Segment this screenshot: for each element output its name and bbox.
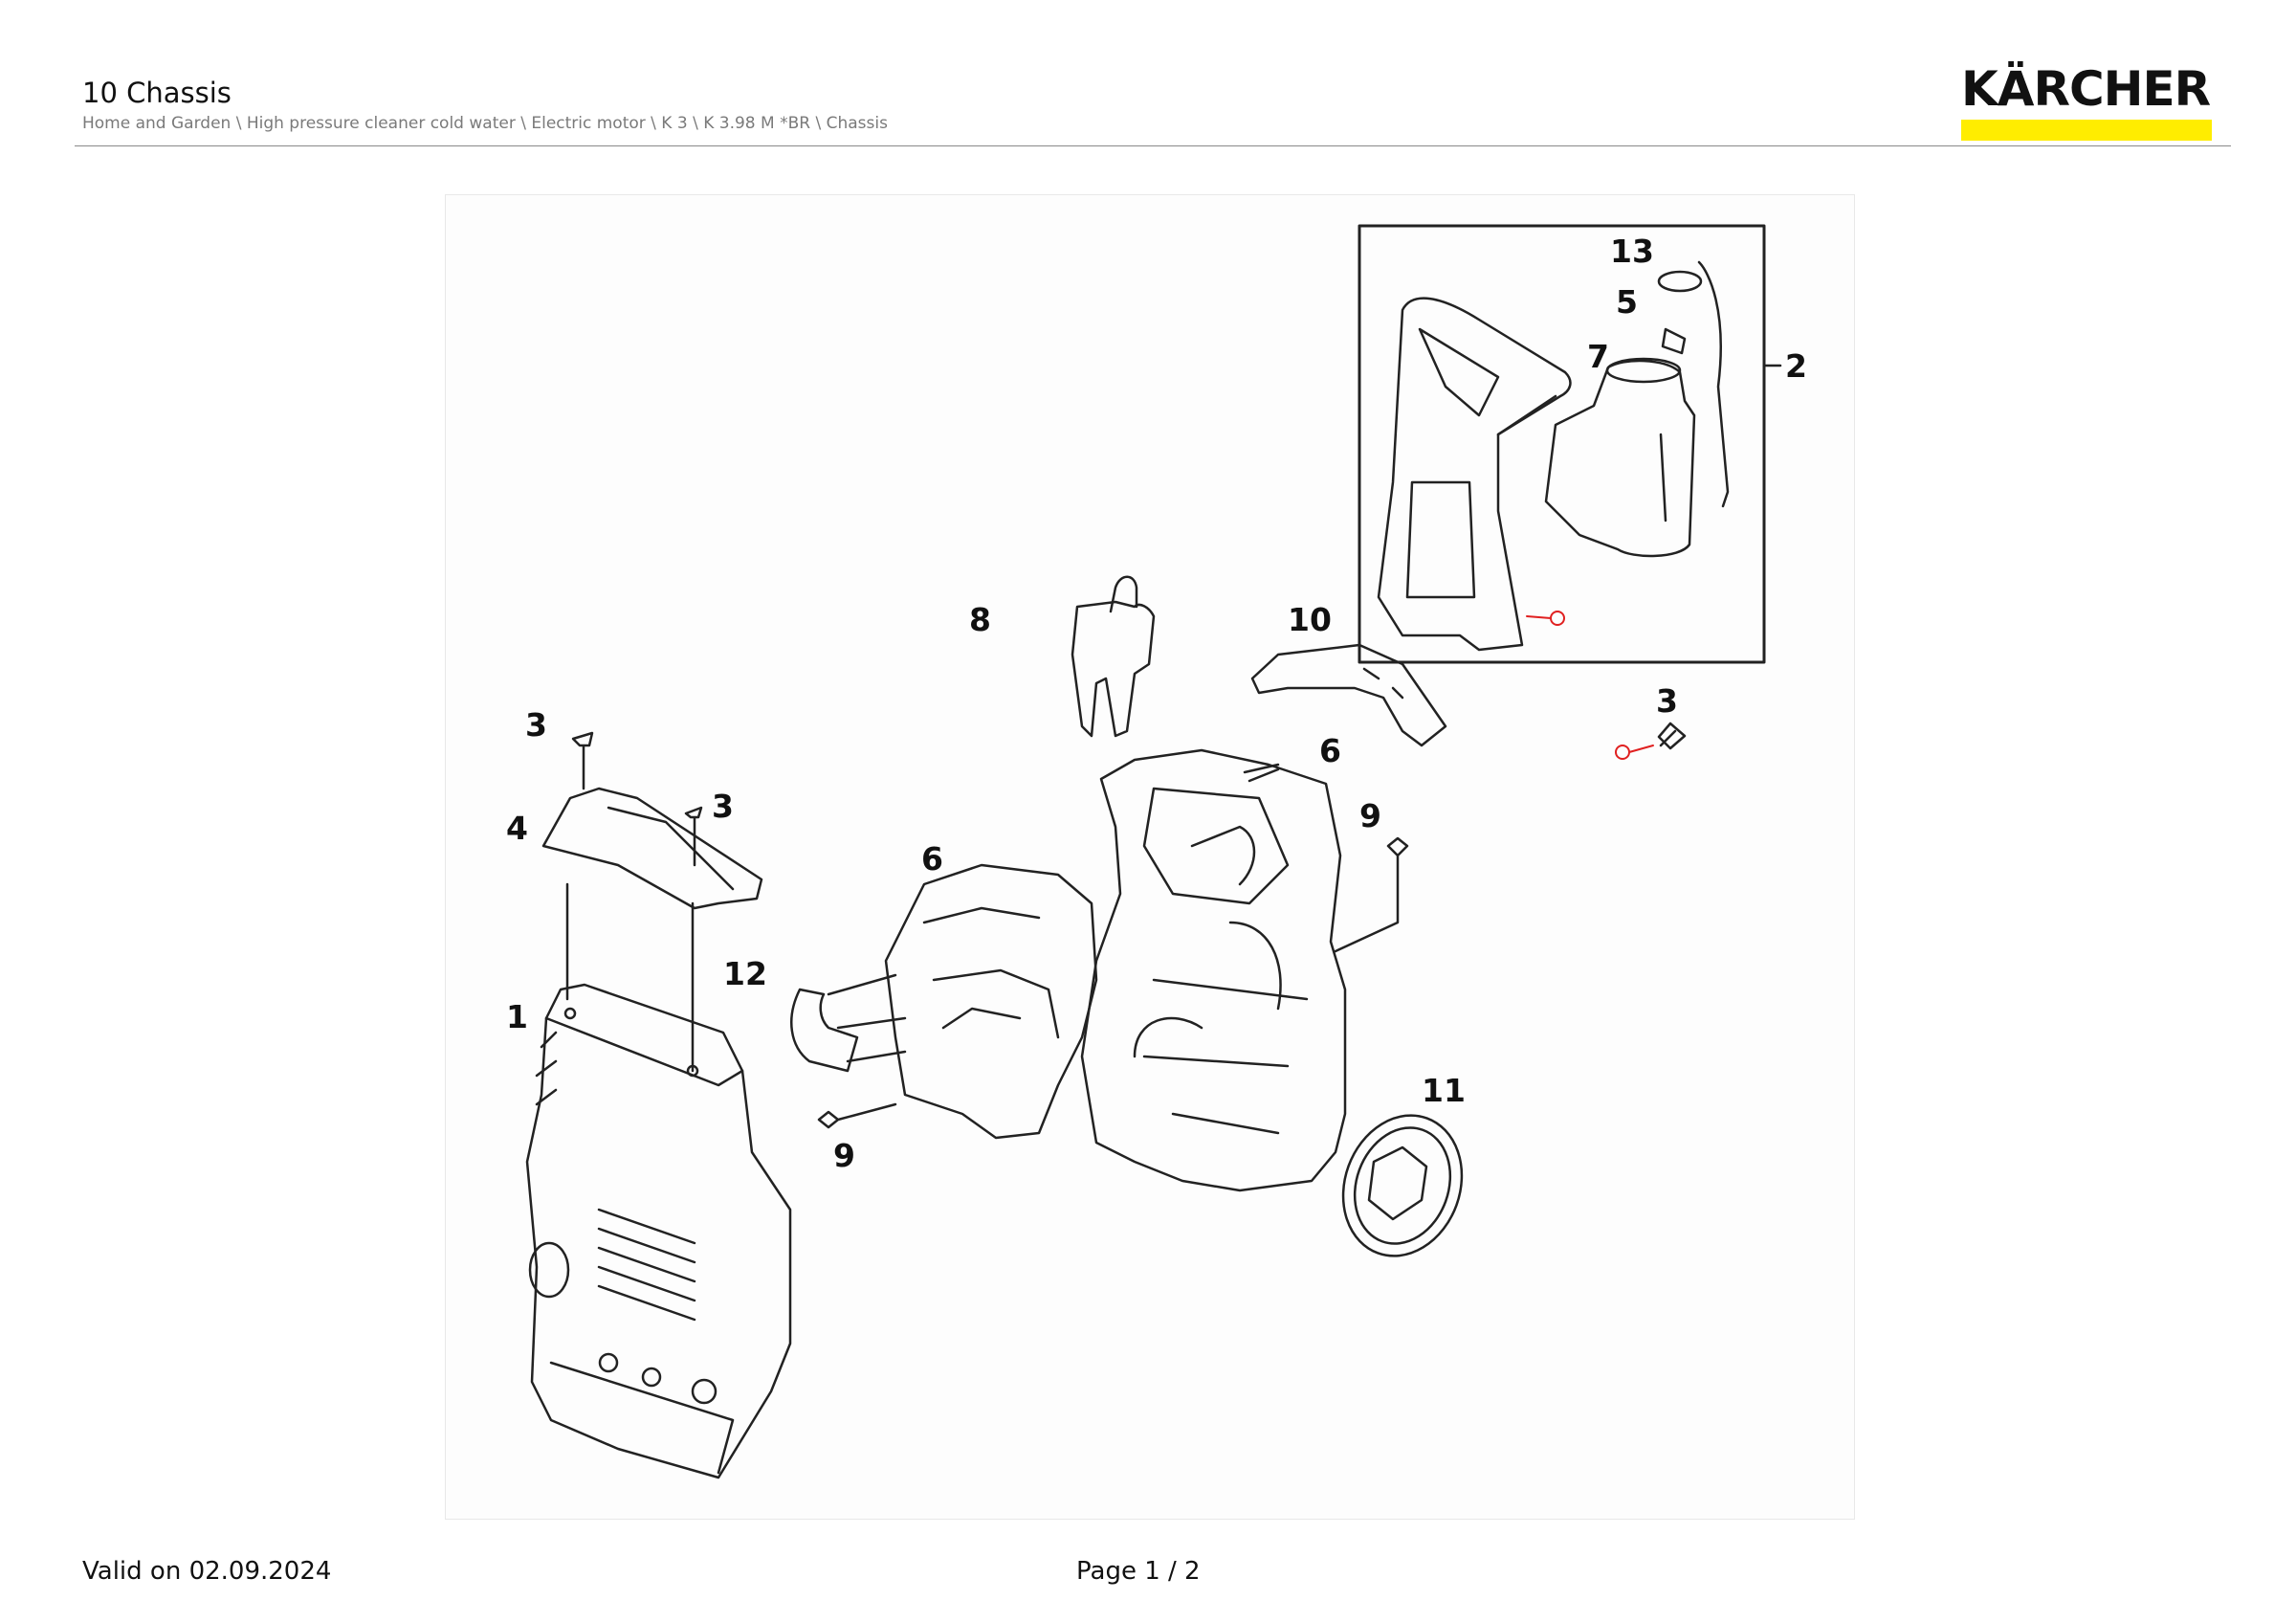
holder-part: [1071, 575, 1156, 738]
callout-9-right: 9: [1359, 797, 1381, 834]
logo-yellow-bar: [1961, 120, 2212, 141]
callout-13: 13: [1610, 233, 1654, 270]
tube-part: [1697, 260, 1730, 508]
logo-text: KÄRCHER: [1961, 61, 2211, 117]
callout-10: 10: [1288, 601, 1332, 638]
clip-part: [790, 973, 907, 1073]
callout-6-right: 6: [1319, 732, 1341, 769]
callout-3-left: 3: [525, 706, 547, 744]
marker-icon: [1615, 745, 1654, 760]
screw-part-9a: [1334, 836, 1409, 953]
karcher-logo: KÄRCHER: [1961, 65, 2219, 141]
callout-1: 1: [506, 998, 528, 1035]
callout-4: 4: [506, 810, 528, 847]
valid-date: Valid on 02.09.2024: [82, 1557, 332, 1586]
alignment-line: [565, 882, 695, 1073]
breadcrumb: Home and Garden \ High pressure cleaner …: [82, 114, 888, 133]
pump-housing-part: [884, 863, 1098, 1140]
callout-6-left: 6: [921, 840, 943, 878]
header-divider: [75, 145, 2231, 146]
callout-12: 12: [723, 955, 767, 992]
callout-9-left: 9: [833, 1137, 855, 1174]
callout-3-right: 3: [1656, 682, 1678, 720]
callout-8: 8: [969, 601, 991, 638]
detergent-tank-part: [1544, 357, 1696, 558]
callout-11: 11: [1422, 1072, 1466, 1109]
screw-part-3b: [684, 806, 703, 867]
page-title: 10 Chassis: [82, 77, 232, 109]
filter-part: [1661, 327, 1687, 355]
screw-part-3a: [571, 731, 594, 790]
callout-3-mid: 3: [712, 788, 734, 825]
marker-icon: [1526, 611, 1565, 626]
screw-part-right: [1657, 722, 1687, 750]
callout-2: 2: [1785, 347, 1807, 385]
callout-7: 7: [1587, 338, 1609, 375]
callout-5: 5: [1616, 283, 1638, 321]
tube-cap: [1657, 270, 1703, 293]
handle-part: [1377, 297, 1572, 652]
screw-part-9b: [817, 1102, 897, 1129]
main-frame-part: [1080, 748, 1347, 1192]
wheel-part: [1341, 1114, 1464, 1257]
kit-frame: [1358, 224, 1766, 664]
front-cover-part: [525, 983, 792, 1479]
leader-6: [1243, 763, 1280, 783]
page-number: Page 1 / 2: [1076, 1557, 1201, 1586]
upper-cover-part: [541, 787, 763, 910]
exploded-parts-drawing: 13 5 7 2 8 10 3 3 3 4 6 6 9 9 12 1 11: [445, 194, 1855, 1520]
top-cover-part: [1250, 643, 1447, 747]
